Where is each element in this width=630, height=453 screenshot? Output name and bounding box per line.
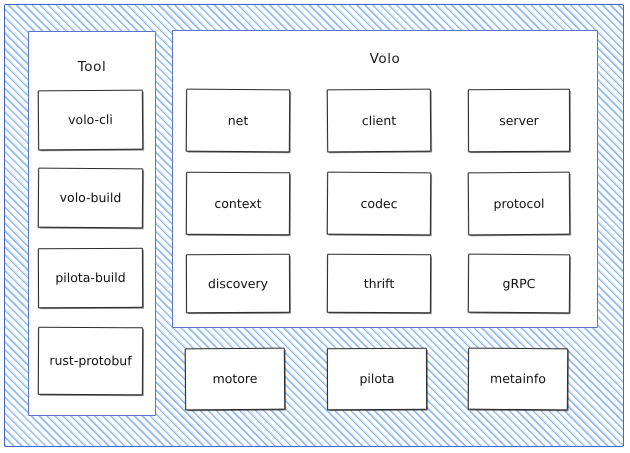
node-context[interactable]: context	[185, 171, 291, 236]
node-server[interactable]: server	[467, 88, 571, 153]
node-motore[interactable]: motore	[184, 347, 286, 411]
node-thrift[interactable]: thrift	[326, 253, 432, 314]
node-label: discovery	[207, 275, 269, 291]
group-title-tool: Tool	[77, 59, 107, 75]
node-label: volo-cli	[68, 112, 113, 128]
node-label: net	[227, 112, 249, 128]
node-volo-build[interactable]: volo-build	[37, 167, 144, 229]
node-label: gRPC	[502, 275, 536, 291]
node-label: codec	[360, 195, 398, 211]
node-label: motore	[212, 371, 258, 387]
node-protocol[interactable]: protocol	[467, 171, 571, 236]
node-label: context	[214, 195, 262, 211]
group-title-volo: Volo	[369, 51, 401, 67]
node-metainfo[interactable]: metainfo	[467, 347, 569, 411]
node-client[interactable]: client	[326, 88, 432, 153]
node-label: protocol	[493, 195, 545, 211]
node-label: pilota-build	[55, 270, 126, 286]
node-volo-cli[interactable]: volo-cli	[37, 89, 144, 151]
node-pilota-build[interactable]: pilota-build	[37, 247, 144, 309]
node-label: pilota	[359, 371, 395, 387]
node-codec[interactable]: codec	[326, 171, 432, 236]
node-label: rust-protobuf	[49, 352, 132, 369]
node-net[interactable]: net	[185, 88, 291, 153]
node-label: volo-build	[59, 189, 122, 206]
node-pilota[interactable]: pilota	[326, 347, 428, 411]
node-label: thrift	[363, 275, 395, 291]
node-label: server	[499, 112, 539, 128]
node-label: client	[361, 112, 397, 128]
node-discovery[interactable]: discovery	[185, 253, 291, 314]
node-grpc[interactable]: gRPC	[467, 253, 571, 314]
node-rust-protobuf[interactable]: rust-protobuf	[37, 326, 144, 396]
node-label: metainfo	[490, 370, 546, 387]
